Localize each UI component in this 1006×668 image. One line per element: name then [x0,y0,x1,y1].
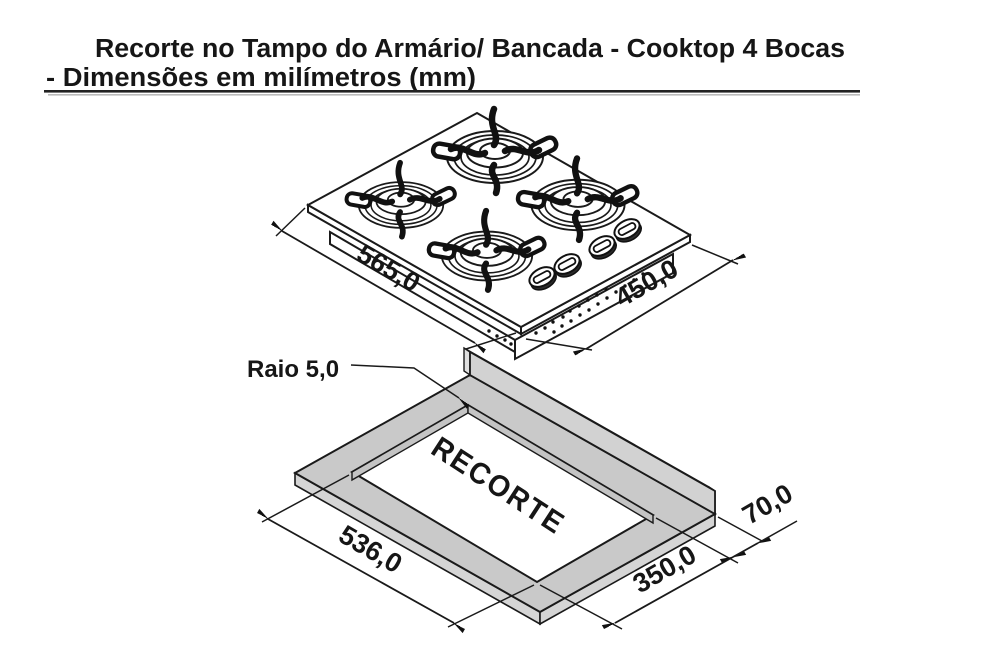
title-block: Recorte no Tampo do Armário/ Bancada - C… [44,35,860,96]
back-offset-label: 70,0 [737,478,798,530]
corner-radius-label: Raio 5,0 [247,356,339,383]
dimension-back-offset: 70,0 [717,478,798,557]
corner-radius-callout: Raio 5,0 [247,356,459,398]
page-title-line-2: - Dimensões em milímetros (mm) [46,64,476,92]
title-underline [44,90,860,93]
cutout-inner-wall-right [467,403,654,525]
backsplash-face [469,350,716,516]
title-underline-shadow [48,94,860,96]
radius-leader-line [350,364,459,398]
page-title-line-1: Recorte no Tampo do Armário/ Bancada - C… [95,35,845,63]
